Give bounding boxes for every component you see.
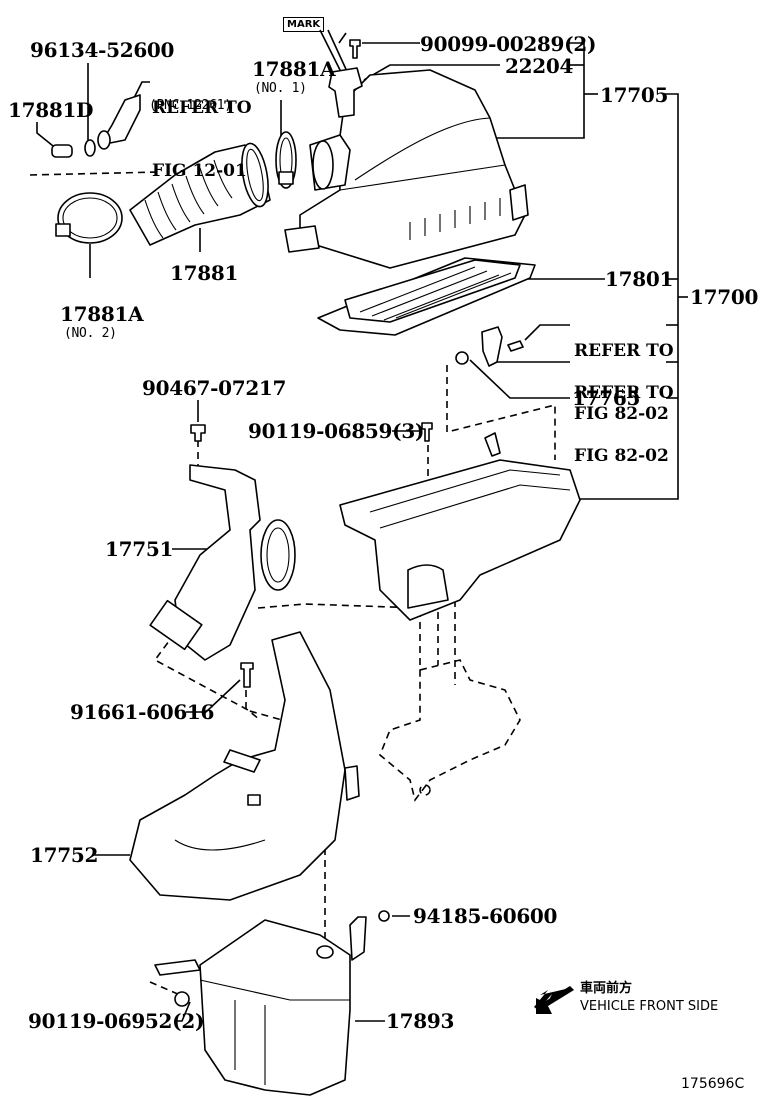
part-label-17881[interactable]: 17881 [170,261,239,285]
ref-line: FIG 82-02 [574,404,669,424]
grommet-17765 [455,351,469,365]
part-label-90099-00289[interactable]: 90099-00289(2) [420,32,597,56]
part-label-17801[interactable]: 17801 [605,267,674,291]
assembly-guide-lines [29,171,556,996]
intake-duct-17752 [129,631,360,901]
part-label-17893[interactable]: 17893 [386,1009,455,1033]
part-label-90119-06859[interactable]: 90119-06859(3) [248,419,425,443]
engine-mount-phantom [379,659,521,802]
part-note-no2: (NO. 2) [64,326,117,341]
air-cleaner-case [339,432,581,621]
arrow-down-left-icon [534,986,574,1014]
intake-duct-17751 [149,464,296,661]
refer-fig-82-02-b[interactable]: REFER TO FIG 82-02 [574,341,674,488]
vehicle-front-jp: 車両前方 [580,981,633,996]
part-label-91661-60616[interactable]: 91661-60616 [70,700,215,724]
ref-line: FIG 82-02 [574,446,669,466]
part-note-no1: (NO. 1) [254,81,307,96]
ref-line: FIG 12-01 [152,161,247,181]
ref-line: REFER TO [574,383,674,403]
refer-fig-82-02-a[interactable]: REFER TO FIG 82-02 [574,299,674,446]
mark-label: MARK [283,17,325,32]
hose-clamp-17881A-no2 [55,192,123,244]
part-label-17705[interactable]: 17705 [600,83,669,107]
pnc-note: (PNC 12261) [149,98,232,113]
bracket-ref-82-02 [481,326,524,367]
intake-hose-17881 [129,142,271,246]
resonator-17893 [154,916,367,1096]
assembly-bracket-17700 [580,93,688,500]
part-label-17881A-no1[interactable]: 17881A [252,57,336,81]
part-label-17751[interactable]: 17751 [105,537,174,561]
part-label-17752[interactable]: 17752 [30,843,99,867]
ref-line: REFER TO [152,98,252,118]
part-label-90467-07217[interactable]: 90467-07217 [142,376,287,400]
ref-line: REFER TO [574,341,674,361]
part-label-22204[interactable]: 22204 [505,54,574,78]
nut-94185 [378,910,390,922]
air-cleaner-cap-17705 [284,69,529,269]
screw-90119-06859 [421,422,433,442]
vehicle-front-en: VEHICLE FRONT SIDE [580,999,719,1014]
part-label-17765[interactable]: 17765 [572,386,641,410]
screw-90099 [349,39,361,59]
refer-fig-12-01[interactable]: REFER TO FIG 12-01 [152,56,252,203]
small-hose-parts [51,94,141,158]
hose-clamp-17881A-no1 [275,131,297,189]
bolt-91661 [240,662,254,688]
air-filter-element-17801 [317,257,536,336]
bolt-90467 [190,424,206,442]
part-label-96134-52600[interactable]: 96134-52600 [30,38,175,62]
part-label-17881A-no2[interactable]: 17881A [60,302,144,326]
part-label-17700[interactable]: 17700 [690,285,759,309]
figure-code: 175696C [681,1076,745,1092]
part-label-90119-06952[interactable]: 90119-06952(2) [28,1009,205,1033]
leader-lines [36,29,605,1022]
part-label-17881D[interactable]: 17881D [8,98,94,122]
air-temp-sensor-22204 [328,67,363,118]
part-label-94185-60600[interactable]: 94185-60600 [413,904,558,928]
vehicle-front-indicator: 車両前方 VEHICLE FRONT SIDE [580,980,718,1016]
